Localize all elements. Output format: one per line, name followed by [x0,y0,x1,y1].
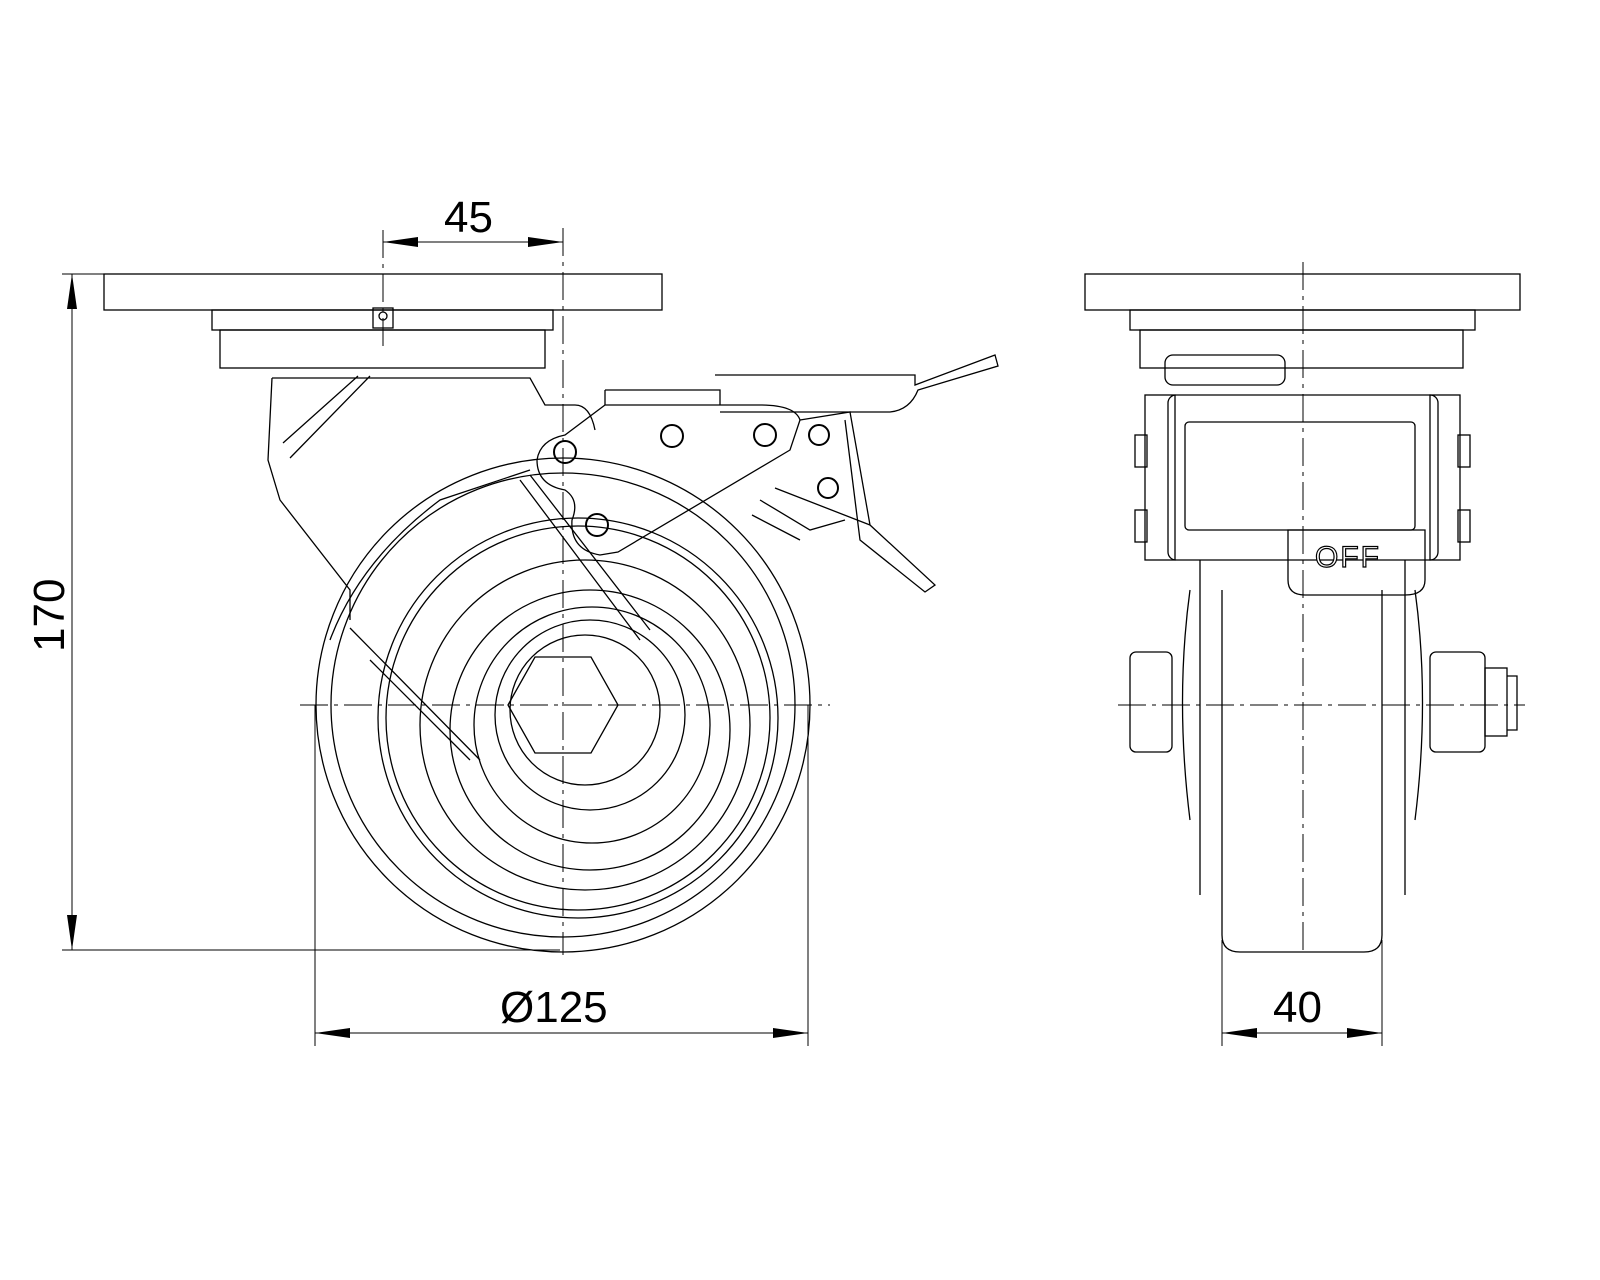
wheel-front [1221,590,1383,953]
diameter-value: Ø125 [500,983,608,1032]
side-view [103,273,999,953]
dimension-diameter: Ø125 [314,705,809,1046]
dimension-width: 40 [1221,940,1383,1046]
offset-value: 45 [444,193,493,242]
center-lines [300,228,1525,955]
dimension-height: 170 [25,273,560,951]
height-value: 170 [25,579,74,652]
fork [267,375,651,641]
brake-label: OFF [1315,541,1381,574]
dimension-offset: 45 [383,193,563,247]
width-value: 40 [1273,983,1322,1032]
brake-bracket [536,404,801,556]
